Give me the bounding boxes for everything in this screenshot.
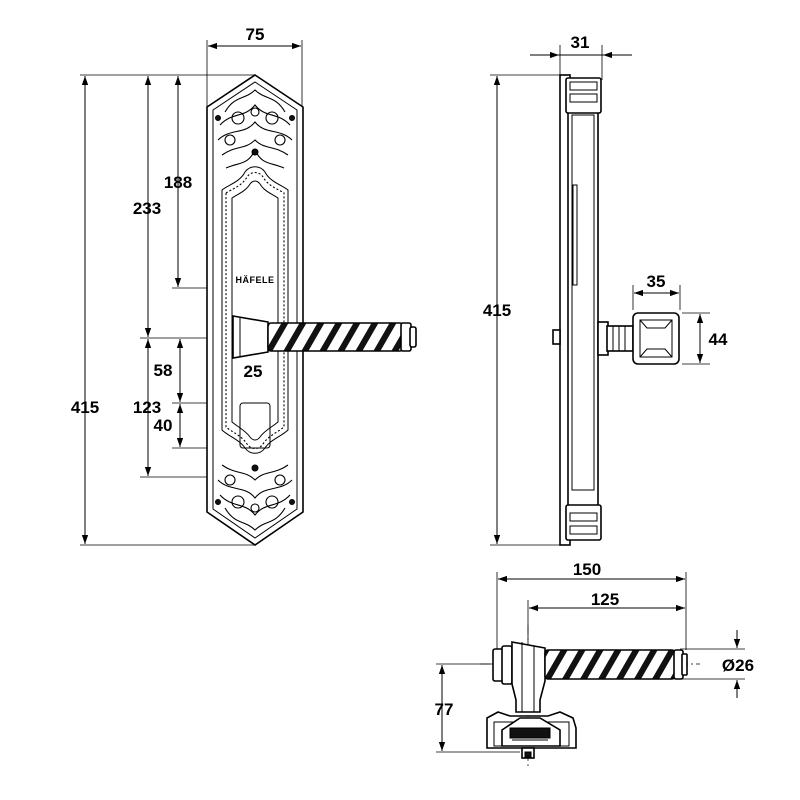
dim-label-58: 58	[154, 361, 173, 380]
dim-label-diameter: Ø26	[722, 656, 754, 675]
dim-label-depth: 31	[571, 33, 590, 52]
dim-label-rose-height: 44	[709, 330, 728, 349]
dim-label-rose-width: 35	[647, 272, 666, 291]
top-cap	[565, 77, 602, 114]
lever-handle	[232, 315, 417, 359]
top-ornament	[215, 89, 295, 169]
dim-label-side-height: 415	[483, 301, 511, 320]
dim-label-total-length: 150	[573, 560, 601, 579]
dim-label-width: 75	[246, 25, 265, 44]
backplate	[206, 74, 304, 546]
dim-label-233: 233	[133, 199, 161, 218]
bottom-ornament	[215, 464, 295, 531]
brand-logo-text: HÄFELE	[236, 275, 275, 285]
plate-body-side	[567, 89, 599, 516]
front-view: HÄFELE 75 415 233	[71, 25, 417, 546]
bottom-cap	[565, 504, 602, 541]
spindle	[606, 325, 634, 352]
arch-panel-inner	[231, 180, 279, 441]
twisted-lever-bar	[544, 649, 676, 680]
dim-label-lever-length: 125	[591, 590, 619, 609]
dim-label-188: 188	[164, 173, 192, 192]
lever-neck	[511, 641, 546, 713]
dim-label-25: 25	[244, 362, 263, 381]
plate-edge-line	[571, 114, 595, 491]
dim-label-height: 415	[71, 398, 99, 417]
dim-label-40: 40	[154, 416, 173, 435]
mechanism-core	[509, 727, 551, 739]
latch-tab	[552, 329, 561, 345]
dim-label-projection: 77	[435, 700, 454, 719]
cylinder-cutout	[239, 402, 271, 449]
arch-rope-border	[225, 171, 285, 450]
dim-label-123: 123	[133, 398, 161, 417]
side-view: 31 415 35 44	[483, 33, 728, 546]
top-view: 150 125 77 Ø26	[435, 560, 754, 768]
backplate-inner	[212, 81, 298, 539]
